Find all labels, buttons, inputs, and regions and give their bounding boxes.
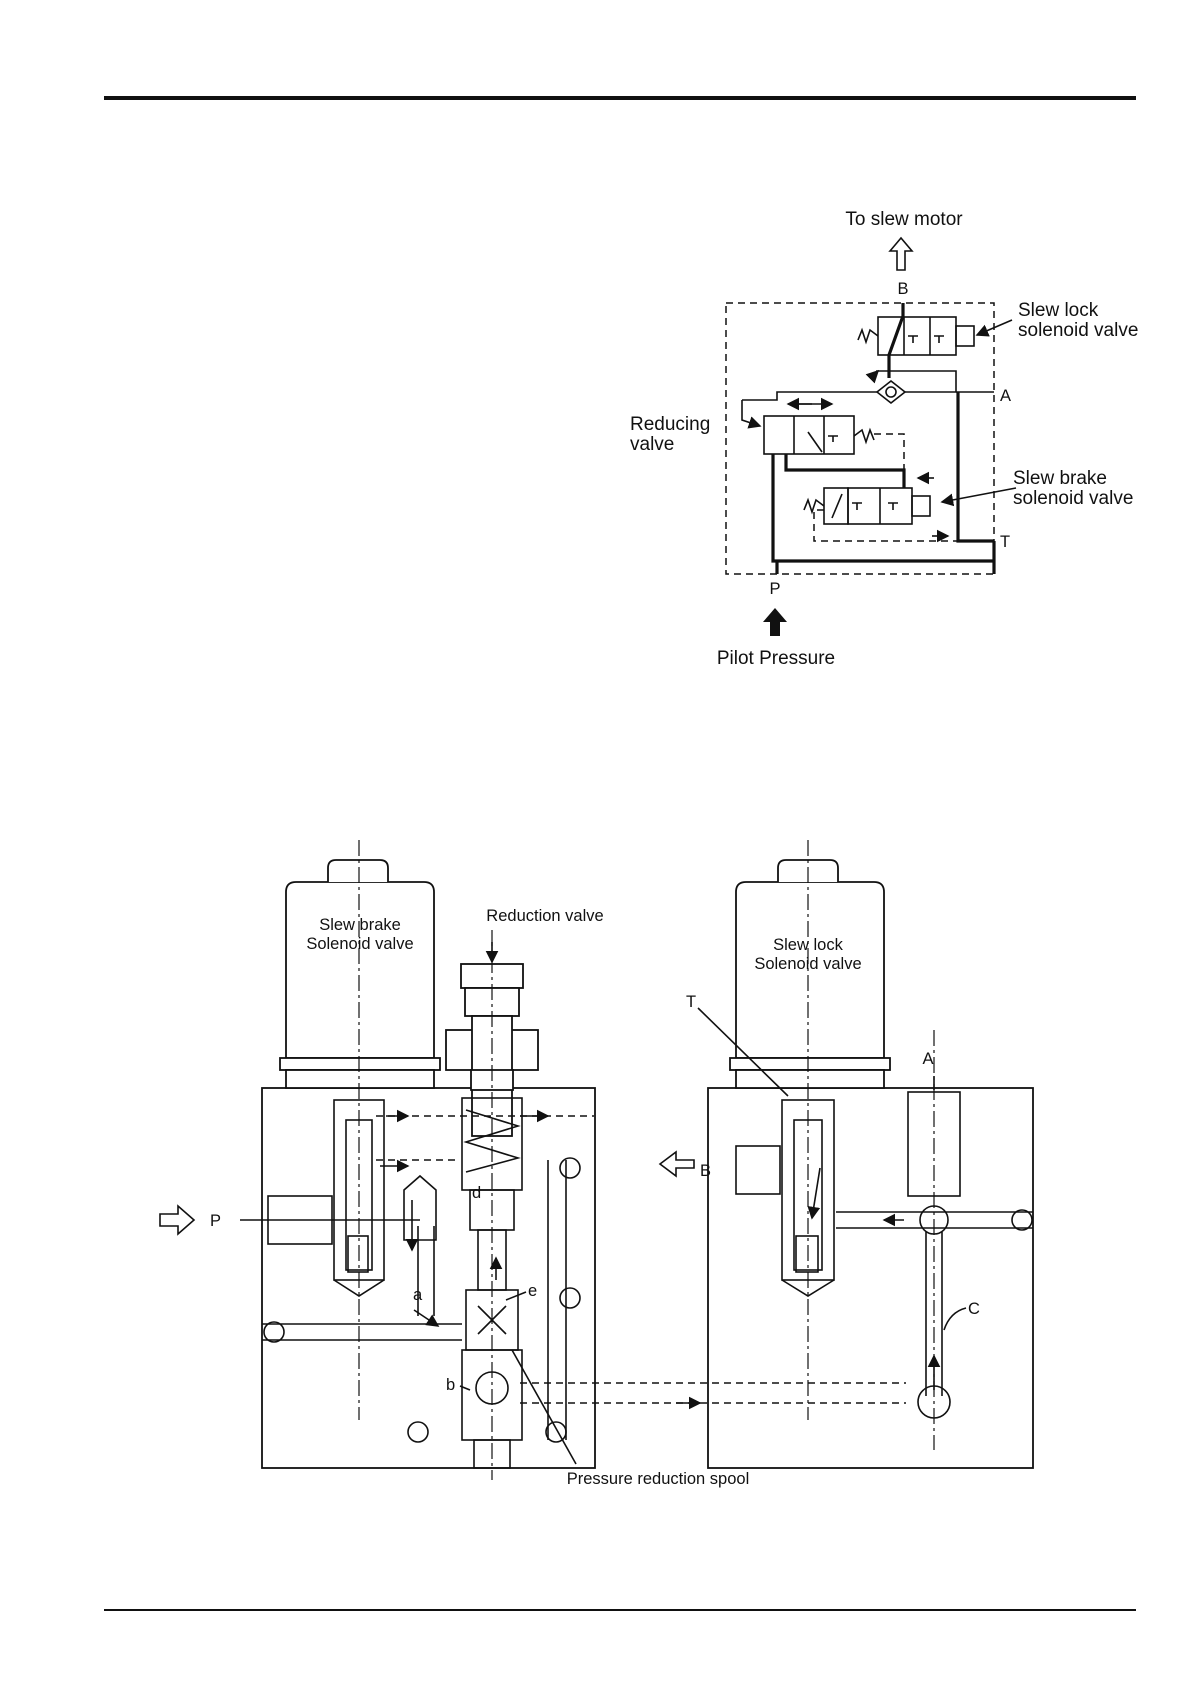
pressure-reduction-spool-label: Pressure reduction spool	[567, 1470, 750, 1488]
shuttle-valve-symbol	[877, 381, 905, 403]
slew-brake-label-1: Slew brake	[1013, 468, 1107, 489]
label-t: T	[686, 993, 696, 1011]
label-a: A	[922, 1050, 933, 1068]
valve-block-outline	[726, 303, 994, 574]
slew-lock-label-1: Slew lock	[1018, 300, 1099, 321]
lock-solenoid-label-2: Solenoid valve	[754, 955, 861, 973]
p-inlet-arrow-icon	[160, 1206, 194, 1234]
port-t-label: T	[1000, 533, 1010, 551]
reducing-valve-symbol	[764, 416, 854, 454]
brake-solenoid-label-1: Slew brake	[319, 916, 401, 934]
outflow-arrow-icon	[890, 238, 912, 270]
port-p-label: P	[769, 580, 780, 598]
slew-brake-solenoid-body	[286, 882, 434, 1058]
slew-lock-label-2: solenoid valve	[1018, 320, 1138, 341]
lock-solenoid-label-1: Slew lock	[773, 936, 843, 954]
label-b: B	[700, 1162, 711, 1180]
pilot-pressure-label: Pilot Pressure	[717, 648, 835, 669]
label-a-small: a	[413, 1286, 423, 1304]
b-outlet-arrow-icon	[660, 1152, 694, 1176]
slew-brake-label-2: solenoid valve	[1013, 488, 1133, 509]
label-e: e	[528, 1282, 537, 1300]
label-p: P	[210, 1212, 221, 1230]
label-c: C	[968, 1300, 980, 1318]
left-valve-body	[262, 1088, 595, 1468]
to-slew-motor-label: To slew motor	[845, 209, 963, 230]
reduction-valve-label: Reduction valve	[486, 907, 603, 925]
brake-solenoid-label-2: Solenoid valve	[306, 935, 413, 953]
sectional-drawing: Slew brake Solenoid valve Slew lock Sole…	[160, 840, 1033, 1488]
reducing-label-2: valve	[630, 434, 674, 455]
reducing-label-1: Reducing	[630, 414, 710, 435]
label-d: d	[472, 1184, 481, 1202]
spring-icon	[858, 330, 878, 342]
inflow-arrow-icon	[763, 608, 787, 636]
hydraulic-schematic: To slew motor B Slew lock solenoid valve…	[630, 209, 1138, 669]
spring-icon-2	[854, 430, 874, 442]
port-b-label: B	[897, 280, 908, 298]
port-a-label: A	[1000, 387, 1011, 405]
right-valve-body	[708, 1088, 1033, 1468]
label-b-small: b	[446, 1376, 455, 1394]
